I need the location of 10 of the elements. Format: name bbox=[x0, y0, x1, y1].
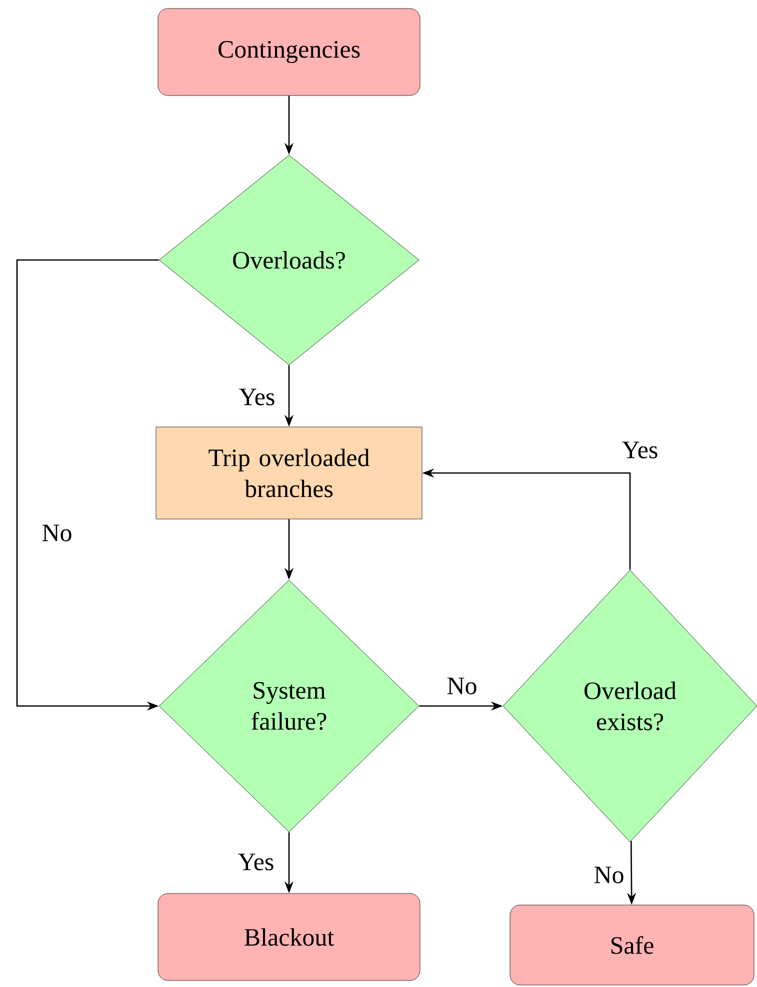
terminal-box: Blackout bbox=[158, 893, 420, 981]
edge-label: Yes bbox=[620, 440, 660, 460]
process-box: Trip overloaded branches bbox=[156, 426, 422, 520]
edge-label: No bbox=[592, 866, 626, 884]
terminal-box: Contingencies bbox=[158, 8, 420, 96]
edge-label: No bbox=[40, 524, 74, 542]
terminal-box: Safe bbox=[510, 904, 754, 986]
edge-label: Yes bbox=[236, 852, 276, 872]
edge-label: No bbox=[446, 676, 478, 696]
edge-label: Yes bbox=[238, 388, 276, 406]
